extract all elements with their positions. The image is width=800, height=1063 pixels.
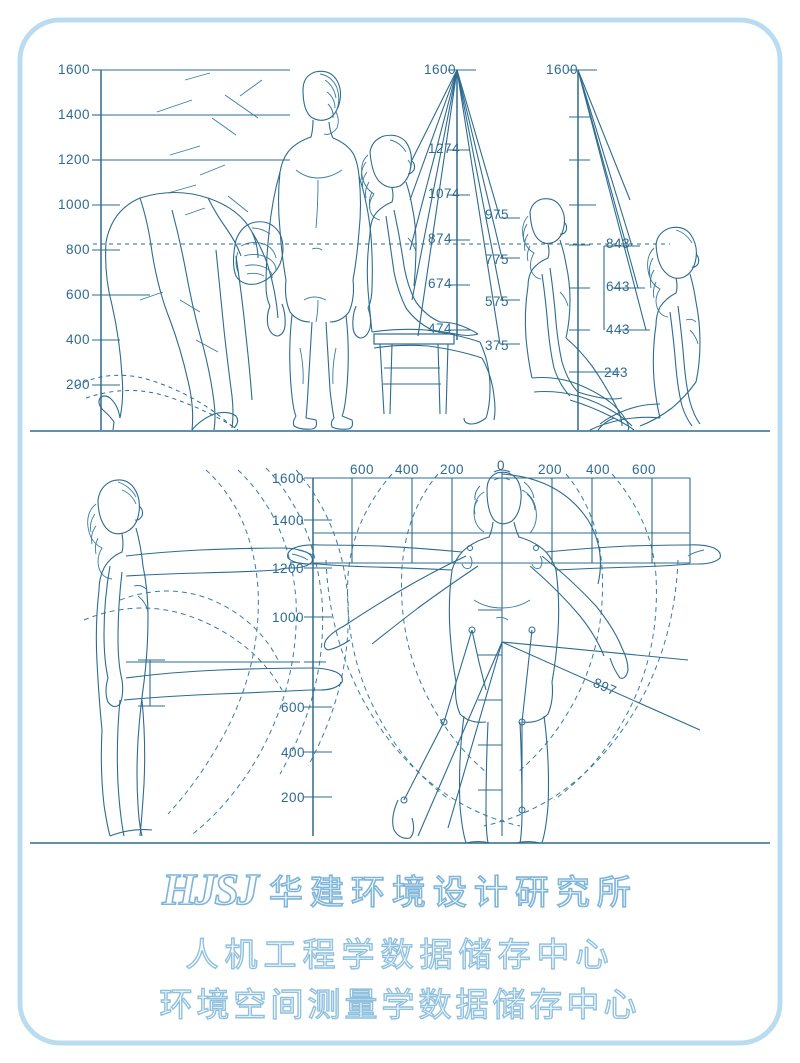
bottom-left-tick-1200: 1200 bbox=[272, 561, 305, 576]
top-left-tick-600: 600 bbox=[66, 287, 91, 302]
center-right-tick-775: 775 bbox=[485, 252, 510, 267]
top-left-gridlines bbox=[92, 69, 290, 386]
center-axis-top-label: 1600 bbox=[424, 62, 457, 77]
top-left-tick-400: 400 bbox=[66, 332, 91, 347]
right-tick-643: 643 bbox=[606, 279, 631, 294]
company-name-chinese: 华建环境设计研究所 bbox=[268, 873, 638, 913]
bottom-left-tick-1600: 1600 bbox=[272, 471, 305, 486]
front-reach-arcs bbox=[325, 473, 679, 827]
right-sightline-fan bbox=[577, 69, 647, 331]
kneeling-figure bbox=[522, 198, 635, 431]
seated-on-stool-figure bbox=[361, 134, 496, 425]
center-right-tick-975: 975 bbox=[485, 207, 510, 222]
page-border bbox=[17, 17, 783, 1046]
right-axis-top-label: 1600 bbox=[546, 62, 579, 77]
right-tick-443: 443 bbox=[606, 322, 631, 337]
bottom-left-tick-1000: 1000 bbox=[272, 610, 305, 625]
bottom-h-tick-left-400: 400 bbox=[395, 462, 420, 477]
top-left-tick-1400: 1400 bbox=[58, 107, 91, 122]
right-tick-243: 243 bbox=[604, 365, 629, 380]
side-reach-arcs bbox=[83, 467, 349, 837]
top-left-tick-200: 200 bbox=[66, 377, 91, 392]
reach-measure-lines bbox=[417, 641, 701, 837]
bottom-left-tick-600: 600 bbox=[281, 700, 306, 715]
top-panel bbox=[75, 69, 701, 431]
side-bracket bbox=[126, 659, 300, 707]
bottom-h-tick-right-400: 400 bbox=[586, 462, 611, 477]
center-sightline-fan bbox=[409, 69, 503, 345]
center-right-tick-375: 375 bbox=[485, 338, 510, 353]
top-left-tick-1000: 1000 bbox=[58, 197, 91, 212]
right-tick-843: 843 bbox=[606, 236, 631, 251]
footer-line-3: 环境空间测量学数据储存中心 bbox=[159, 985, 641, 1023]
top-left-tick-1200: 1200 bbox=[58, 152, 91, 167]
right-value-ticks bbox=[590, 245, 650, 373]
reach-arc-ground bbox=[75, 374, 237, 431]
top-left-tick-1600: 1600 bbox=[58, 62, 91, 77]
bottom-left-tick-400: 400 bbox=[281, 745, 306, 760]
side-view-reach-figure bbox=[87, 479, 343, 837]
centerline-ticks bbox=[478, 609, 502, 791]
bottom-h-tick-left-600: 600 bbox=[350, 462, 375, 477]
bottom-h-tick-left-200: 200 bbox=[440, 462, 465, 477]
center-tick-1074: 1074 bbox=[428, 186, 461, 201]
center-tick-1274: 1274 bbox=[428, 141, 461, 156]
center-axis-ticks bbox=[448, 69, 476, 331]
bending-forward-figure bbox=[98, 192, 284, 431]
center-right-ticks bbox=[500, 217, 520, 345]
bottom-h-tick-right-200: 200 bbox=[538, 462, 563, 477]
front-view-reach-figure bbox=[287, 469, 721, 844]
center-right-tick-575: 575 bbox=[485, 294, 510, 309]
standing-figure bbox=[265, 70, 373, 430]
reach-arc-ground-2 bbox=[85, 390, 239, 431]
hatch-marks bbox=[139, 72, 263, 353]
sitting-on-floor-figure bbox=[589, 226, 701, 431]
shoulder-reach-arc bbox=[501, 473, 601, 585]
bottom-panel bbox=[30, 467, 770, 844]
bottom-left-tick-1400: 1400 bbox=[272, 513, 305, 528]
center-tick-874: 874 bbox=[428, 231, 453, 246]
bottom-h-tick-zero: 0 bbox=[497, 458, 506, 473]
hjsj-logo: HJSJ bbox=[161, 864, 259, 915]
right-axis-ticks bbox=[569, 69, 597, 373]
bottom-h-tick-right-600: 600 bbox=[632, 462, 657, 477]
bottom-left-tick-200: 200 bbox=[281, 790, 306, 805]
footer-line-2: 人机工程学数据储存中心 bbox=[185, 935, 615, 973]
top-left-tick-800: 800 bbox=[66, 242, 91, 257]
center-tick-674: 674 bbox=[428, 276, 453, 291]
center-tick-474: 474 bbox=[428, 321, 453, 336]
